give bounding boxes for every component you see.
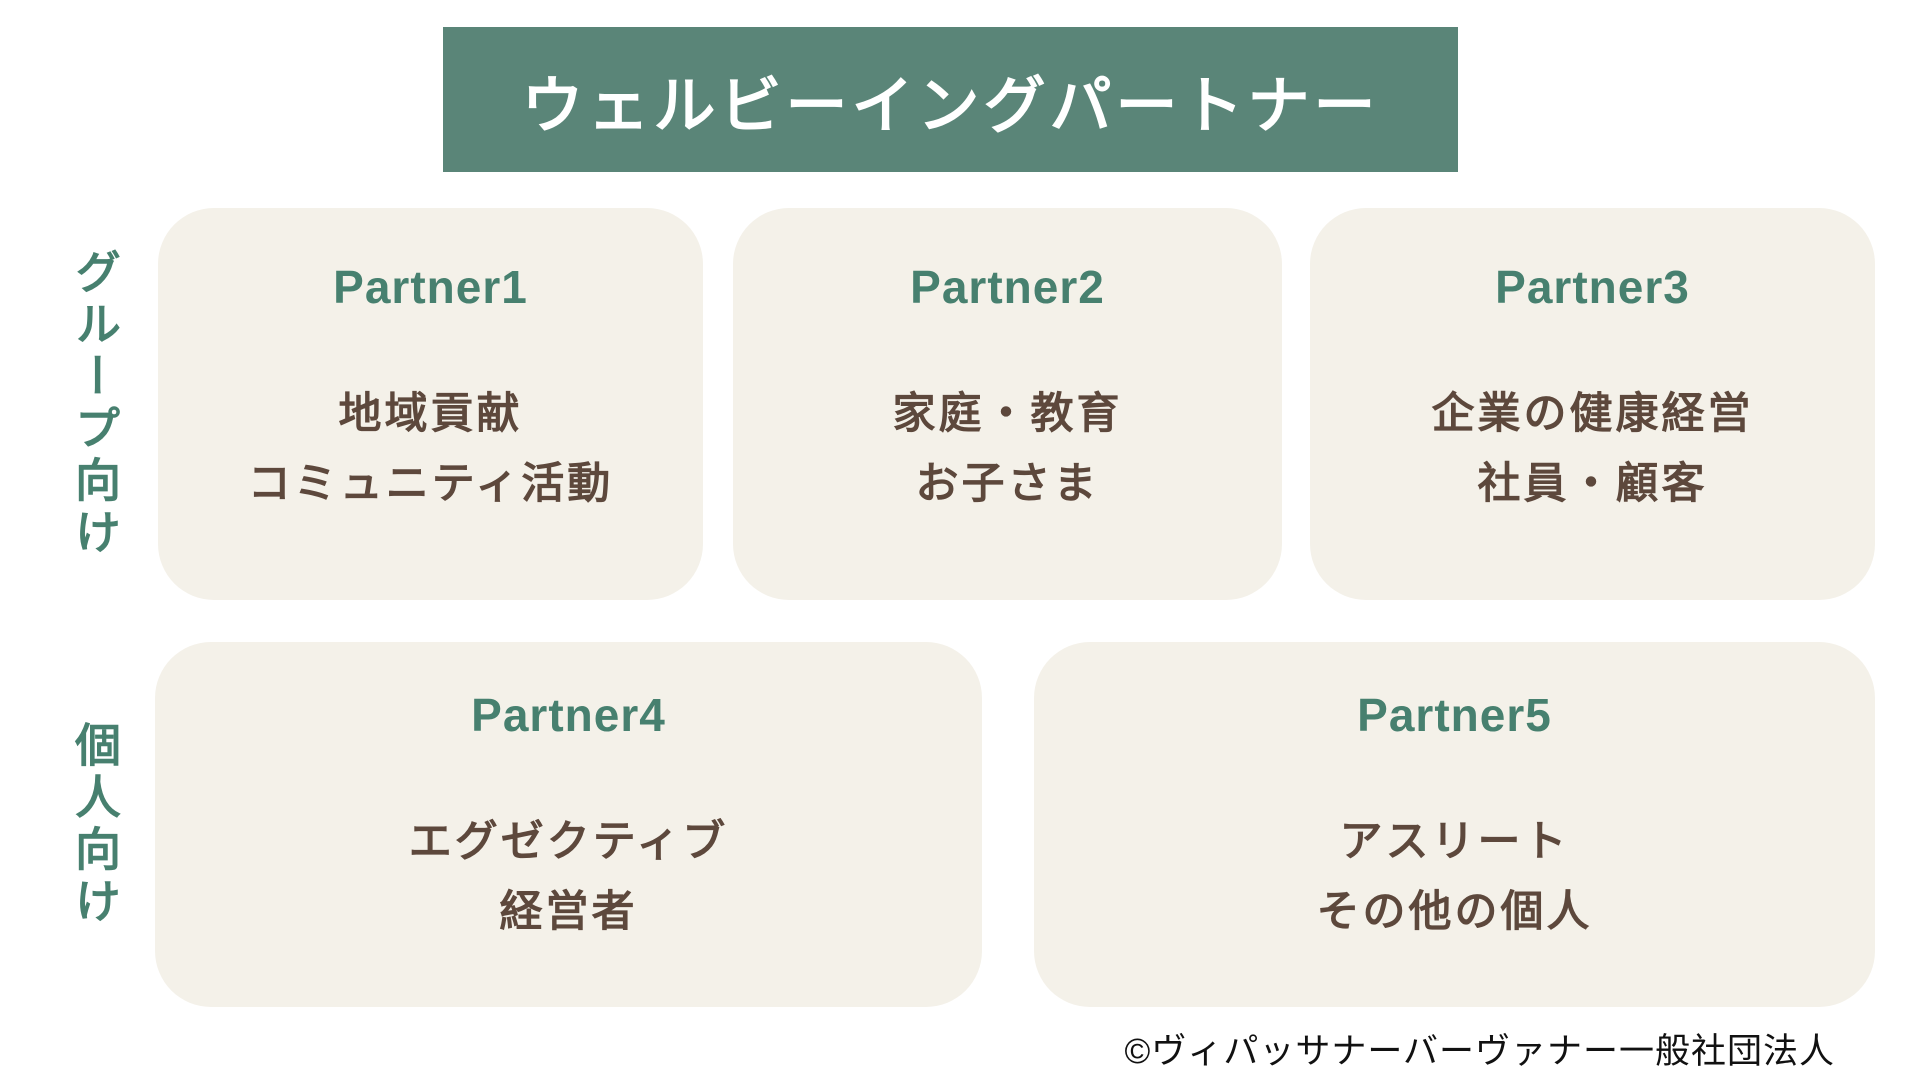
- card-line: コミュニティ活動: [247, 459, 614, 508]
- partner-card-body: 企業の健康経営 社員・顧客: [1310, 380, 1875, 519]
- partner-card-body: アスリート その他の個人: [1034, 808, 1875, 947]
- partner-card-title: Partner1: [333, 261, 528, 313]
- partner-card-2: Partner2 家庭・教育 お子さま: [733, 208, 1282, 600]
- partner-card-4: Partner4 エグゼクティブ 経営者: [155, 642, 982, 1007]
- page-title: ウェルビーイングパートナー: [521, 71, 1380, 141]
- copyright-text: ©ヴィパッサナーバーヴァナー一般社団法人: [1124, 1032, 1835, 1071]
- row-label-individual: 個人向け: [69, 720, 121, 929]
- partner-card-3: Partner3 企業の健康経営 社員・顧客: [1310, 208, 1875, 600]
- partner-card-body: 地域貢献 コミュニティ活動: [158, 380, 703, 519]
- card-line: エグゼクティブ: [408, 818, 729, 866]
- card-line: アスリート: [1339, 818, 1570, 866]
- partner-card-title: Partner2: [910, 261, 1105, 313]
- card-line: 社員・顧客: [1477, 459, 1708, 508]
- partner-card-5: Partner5 アスリート その他の個人: [1034, 642, 1875, 1007]
- card-line: 企業の健康経営: [1431, 390, 1754, 438]
- card-line: 家庭・教育: [892, 390, 1123, 438]
- title-banner: ウェルビーイングパートナー: [443, 27, 1458, 172]
- partner-card-1: Partner1 地域貢献 コミュニティ活動: [158, 208, 703, 600]
- partner-card-title: Partner5: [1357, 689, 1552, 741]
- card-line: お子さま: [915, 459, 1100, 508]
- partner-card-title: Partner3: [1495, 261, 1690, 313]
- card-line: 経営者: [499, 887, 638, 936]
- card-line: 地域貢献: [338, 390, 523, 438]
- card-line: その他の個人: [1316, 887, 1593, 936]
- partner-card-body: 家庭・教育 お子さま: [733, 380, 1282, 519]
- partner-card-body: エグゼクティブ 経営者: [155, 808, 982, 947]
- partner-card-title: Partner4: [471, 689, 666, 741]
- row-label-group: グループ向け: [69, 248, 121, 560]
